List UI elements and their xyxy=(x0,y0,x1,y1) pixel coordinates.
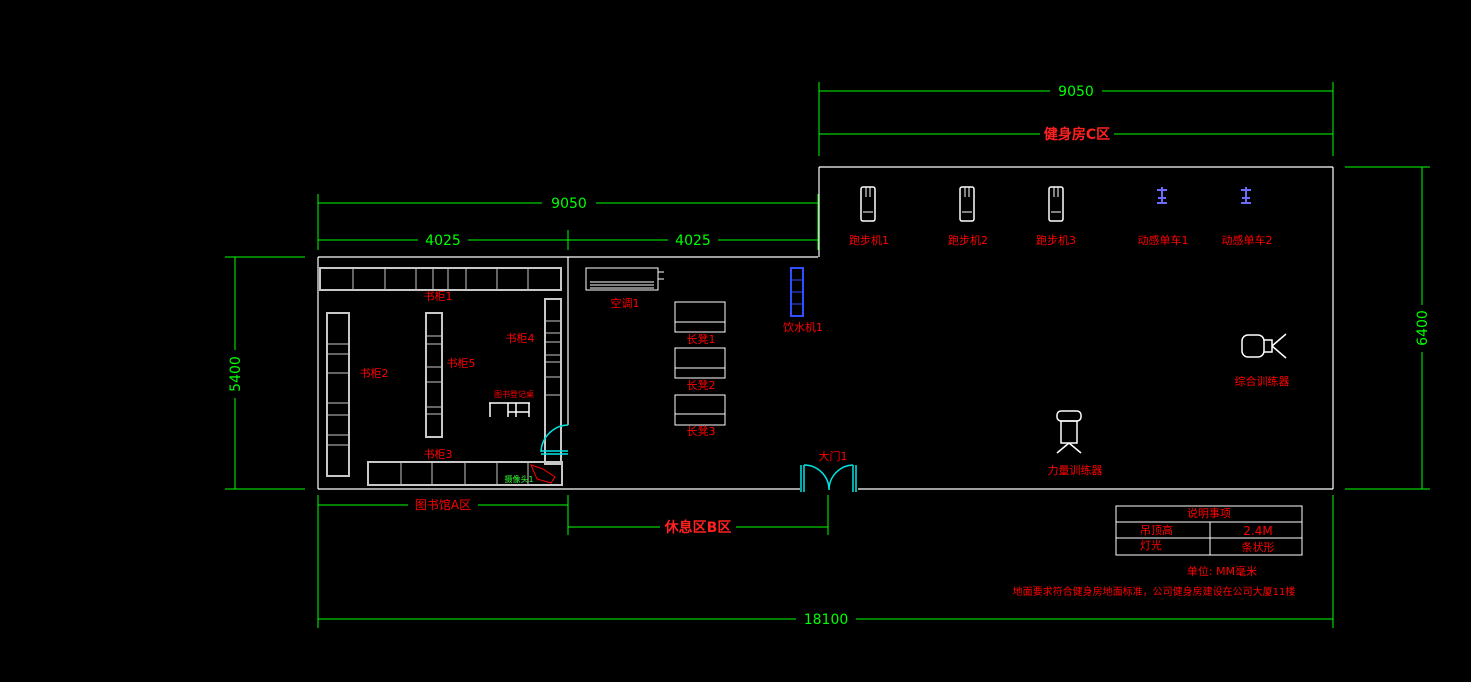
bookshelf-1 xyxy=(319,267,562,291)
bookshelf-2-label: 书柜2 xyxy=(360,367,389,380)
bookshelf-4-label: 书柜4 xyxy=(506,332,535,345)
main-door-label: 大门1 xyxy=(819,449,848,463)
zone-a-label: 图书馆A区 xyxy=(415,497,471,512)
air-conditioner xyxy=(585,267,664,291)
dim-label: 5400 xyxy=(228,356,244,392)
multi-trainer xyxy=(1241,333,1287,359)
footer-note: 地面要求符合健身房地面标准，公司健身房建设在公司大厦11楼 xyxy=(1013,585,1296,598)
dimension-ab-width: 9050 4025 4025 xyxy=(317,194,819,250)
camera-icon xyxy=(530,464,556,484)
water-dispenser xyxy=(790,267,804,317)
bench-3-label: 长凳3 xyxy=(687,424,716,438)
spin-bike-2 xyxy=(1241,187,1251,204)
notes-cell: 灯光 xyxy=(1140,538,1162,552)
treadmill-3 xyxy=(1048,186,1064,222)
dim-label: 6400 xyxy=(1415,310,1431,346)
notes-title: 说明事项 xyxy=(1187,506,1231,520)
bookshelf-3-label: 书柜3 xyxy=(424,448,453,461)
bench-2 xyxy=(674,347,726,379)
treadmill-2 xyxy=(959,186,975,222)
bookshelf-3 xyxy=(367,461,563,486)
spin-bike-1-label: 动感单车1 xyxy=(1138,233,1189,247)
zone-b-label: 休息区B区 xyxy=(664,519,732,536)
notes-cell: 吊顶高 xyxy=(1140,523,1173,537)
bookshelf-2 xyxy=(326,312,350,477)
bookshelf-5 xyxy=(425,312,443,438)
multi-trainer-label: 综合训练器 xyxy=(1235,374,1290,388)
water-dispenser-label: 饮水机1 xyxy=(783,320,823,334)
bookshelf-4 xyxy=(544,298,562,465)
dim-label: 9050 xyxy=(1058,84,1094,100)
dimension-ab-height: 5400 xyxy=(225,256,305,490)
spin-bike-2-label: 动感单车2 xyxy=(1222,233,1273,247)
bookshelf-5-label: 书柜5 xyxy=(447,357,476,370)
main-door xyxy=(800,464,857,492)
treadmill-2-label: 跑步机2 xyxy=(948,233,988,247)
dim-label: 4025 xyxy=(675,233,711,249)
treadmill-1 xyxy=(860,186,876,222)
strength-trainer-label: 力量训练器 xyxy=(1048,463,1103,477)
ac-label: 空调1 xyxy=(611,296,640,310)
bench-1-label: 长凳1 xyxy=(687,332,716,346)
bench-2-label: 长凳2 xyxy=(687,378,716,392)
library-door xyxy=(540,424,569,455)
zone-c-label: 健身房C区 xyxy=(1044,126,1110,143)
dimension-bottom: 图书馆A区 休息区B区 18100 xyxy=(317,495,1334,628)
strength-trainer xyxy=(1056,410,1082,454)
unit-note: 单位: MM毫米 xyxy=(1187,564,1257,578)
treadmill-3-label: 跑步机3 xyxy=(1036,233,1076,247)
walls xyxy=(317,166,1334,490)
dim-label: 18100 xyxy=(804,612,849,628)
camera-label: 摄像头1 xyxy=(504,474,533,484)
spin-bike-1 xyxy=(1157,187,1167,204)
notes-cell: 条状形 xyxy=(1242,540,1275,554)
treadmill-1-label: 跑步机1 xyxy=(849,233,889,247)
desk-label: 图书登记桌 xyxy=(494,389,534,399)
dim-label: 9050 xyxy=(551,196,587,212)
registration-desk xyxy=(489,402,530,417)
bench-1 xyxy=(674,301,726,333)
notes-cell: 2.4M xyxy=(1243,524,1272,538)
dimension-c-height: 6400 xyxy=(1345,166,1431,490)
dimension-c-width: 9050 健身房C区 xyxy=(818,82,1334,156)
notes-table: 说明事项 吊顶高 2.4M 灯光 条状形 xyxy=(1115,505,1303,556)
bookshelf-1-label: 书柜1 xyxy=(424,290,453,303)
dim-label: 4025 xyxy=(425,233,461,249)
bench-3 xyxy=(674,394,726,426)
